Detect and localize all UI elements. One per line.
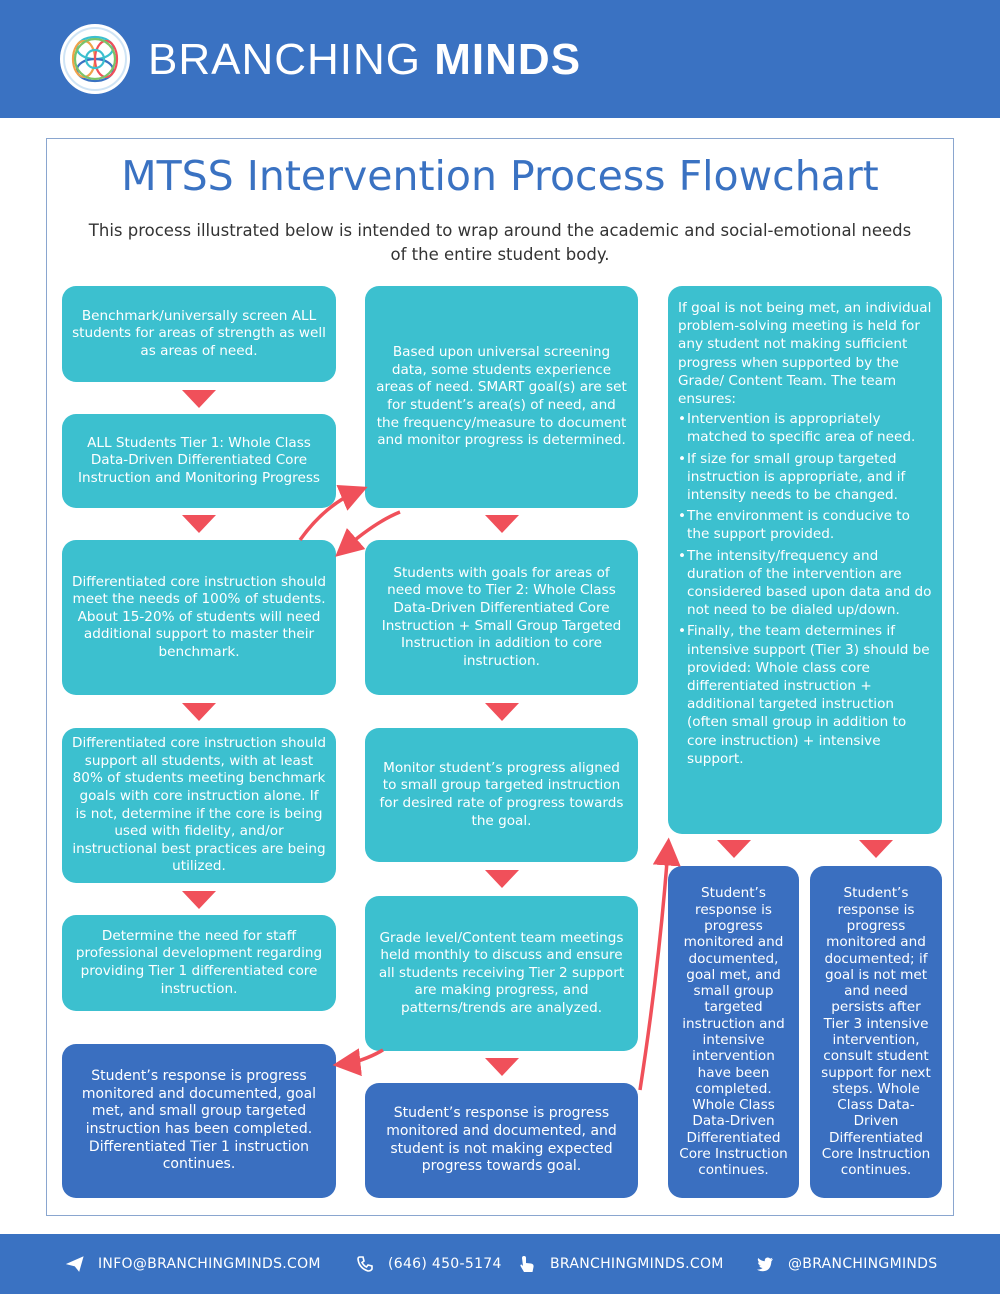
- page-title: MTSS Intervention Process Flowchart: [121, 152, 879, 200]
- page-subtitle: This process illustrated below is intend…: [88, 221, 912, 264]
- box-tier1-continues: Student’s response is progress monitored…: [62, 1044, 336, 1198]
- box-not-making-progress: Student’s response is progress monitored…: [365, 1083, 638, 1198]
- down-arrow-icon: [485, 703, 519, 721]
- box-tier3-goal-not-met: Student’s response is progress monitored…: [810, 866, 942, 1198]
- twitter-bird-icon: [756, 1255, 774, 1273]
- content-frame: [46, 138, 954, 1216]
- branching-minds-logo: [60, 24, 130, 94]
- brand-name-bold: MINDS: [434, 35, 582, 84]
- box-staff-development: Determine the need for staff professiona…: [62, 915, 336, 1011]
- down-arrow-icon: [859, 840, 893, 858]
- box-tier1-core-instruction: ALL Students Tier 1: Whole Class Data-Dr…: [62, 414, 336, 508]
- list-item: Finally, the team determines if intensiv…: [678, 622, 932, 768]
- footer-website-text: BRANCHINGMINDS.COM: [550, 1256, 724, 1272]
- box-tier2-move: Students with goals for areas of need mo…: [365, 540, 638, 695]
- problem-solving-intro: If goal is not being met, an individual …: [678, 300, 932, 408]
- down-arrow-icon: [485, 870, 519, 888]
- footer-phone[interactable]: (646) 450-5174: [356, 1234, 502, 1294]
- box-monitor-progress: Monitor student’s progress aligned to sm…: [365, 728, 638, 862]
- down-arrow-icon: [182, 515, 216, 533]
- footer-bar: INFO@BRANCHINGMINDS.COM (646) 450-5174 B…: [0, 1234, 1000, 1294]
- down-arrow-icon: [717, 840, 751, 858]
- list-item: The environment is conducive to the supp…: [678, 507, 932, 543]
- box-tier3-goal-met: Student’s response is progress monitored…: [668, 866, 799, 1198]
- down-arrow-icon: [485, 515, 519, 533]
- footer-email-text: INFO@BRANCHINGMINDS.COM: [98, 1256, 321, 1272]
- header-bar: BRANCHING MINDS: [0, 0, 1000, 118]
- down-arrow-icon: [485, 1058, 519, 1076]
- pointer-hand-icon: [518, 1255, 536, 1273]
- footer-email[interactable]: INFO@BRANCHINGMINDS.COM: [66, 1234, 321, 1294]
- down-arrow-icon: [182, 390, 216, 408]
- brand-name: BRANCHING MINDS: [148, 30, 581, 90]
- footer-website[interactable]: BRANCHINGMINDS.COM: [518, 1234, 724, 1294]
- down-arrow-icon: [182, 703, 216, 721]
- list-item: The intensity/frequency and duration of …: [678, 547, 932, 620]
- brand-name-light: BRANCHING: [148, 35, 422, 84]
- footer-phone-text: (646) 450-5174: [388, 1256, 502, 1272]
- down-arrow-icon: [182, 891, 216, 909]
- box-universal-screening: Benchmark/universally screen ALL student…: [62, 286, 336, 382]
- box-core-meets-needs: Differentiated core instruction should m…: [62, 540, 336, 695]
- box-problem-solving-meeting: If goal is not being met, an individual …: [668, 286, 942, 834]
- box-core-supports-all: Differentiated core instruction should s…: [62, 728, 336, 883]
- footer-twitter[interactable]: @BRANCHINGMINDS: [756, 1234, 937, 1294]
- team-ensures-list: Intervention is appropriately matched to…: [678, 410, 932, 768]
- list-item: Intervention is appropriately matched to…: [678, 410, 932, 446]
- footer-twitter-text: @BRANCHINGMINDS: [788, 1256, 938, 1272]
- list-item: If size for small group targeted instruc…: [678, 450, 932, 505]
- box-team-meetings: Grade level/Content team meetings held m…: [365, 896, 638, 1051]
- phone-icon: [356, 1255, 374, 1273]
- paper-plane-icon: [66, 1255, 84, 1273]
- box-smart-goals: Based upon universal screening data, som…: [365, 286, 638, 508]
